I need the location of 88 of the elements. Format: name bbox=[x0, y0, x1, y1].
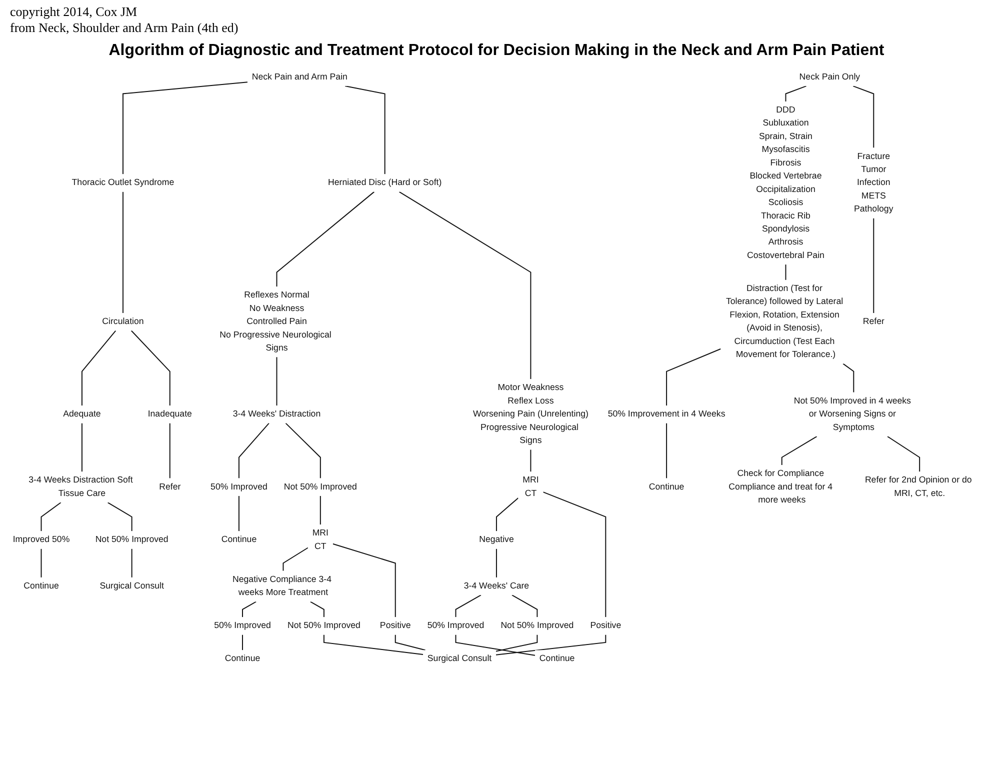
connector bbox=[242, 601, 257, 618]
connector bbox=[666, 348, 722, 406]
node-text: Neck Pain Only bbox=[799, 72, 860, 82]
connector bbox=[81, 422, 82, 472]
connector bbox=[131, 548, 132, 578]
connector bbox=[130, 330, 170, 406]
node-text: Fracture Tumor Infection METS Pathology bbox=[854, 152, 894, 214]
node-text: Continue bbox=[539, 654, 575, 664]
node-text: Positive bbox=[590, 620, 622, 630]
node-text: MRI CT bbox=[522, 476, 539, 498]
node-text: Improved 50% bbox=[12, 535, 70, 544]
node-text: Continue bbox=[224, 654, 260, 664]
node-text: DDD Subluxation Sprain, Strain Mysofascitis Fibrosis Blocked Vertebrae Occipitalization Scoliosis Thoracic Rib Spondylosis Arthrosis Costovertebral Pain bbox=[747, 105, 824, 260]
node-text: Distraction (Test for Tolerance) followed by Lateral Flexion, Rotation, Extension (Avoid in Stenosis), Circumduction (Test Each Movement for Tolerance.) bbox=[726, 284, 844, 360]
connector bbox=[107, 502, 132, 532]
node-text: 50% Improved bbox=[214, 620, 271, 630]
diagram-title: Algorithm of Diagnostic and Treatment Protocol for Decision Making in the Neck and Arm Pain Patient bbox=[108, 42, 886, 60]
node-text: Positive bbox=[380, 620, 411, 630]
connector bbox=[512, 594, 538, 618]
node-text: 50% Improved bbox=[210, 482, 268, 492]
connector bbox=[81, 330, 116, 406]
connector bbox=[169, 422, 170, 479]
node-text: Continue bbox=[648, 482, 684, 492]
connector bbox=[666, 422, 668, 479]
node-text: Reflexes Normal No Weakness Controlled Pain No Progressive Neurological Signs bbox=[220, 290, 332, 353]
node-text: Adequate bbox=[63, 409, 101, 419]
connector bbox=[122, 82, 248, 175]
connector bbox=[530, 449, 532, 472]
node-text: Not 50% Improved bbox=[287, 620, 360, 630]
node-text: Thoracic Outlet Syndrome bbox=[72, 178, 174, 188]
connector bbox=[785, 264, 786, 280]
node-text: 50% Improved bbox=[427, 620, 484, 630]
node-text: Refer for 2nd Opinion or do MRI, CT, etc. bbox=[864, 476, 972, 498]
node-text: Continue bbox=[24, 581, 59, 591]
node-text: Not 50% Improved bbox=[95, 535, 168, 544]
node-text: MRI CT bbox=[312, 528, 328, 552]
node-text: Inadequate bbox=[148, 409, 192, 419]
connector bbox=[398, 191, 532, 380]
connector bbox=[542, 492, 606, 618]
connector bbox=[310, 601, 324, 618]
node-text: 3-4 Weeks Distraction Soft Tissue Care bbox=[28, 476, 133, 498]
connector bbox=[496, 497, 519, 532]
connector bbox=[496, 548, 497, 578]
source-note: copyright 2014, Cox JM bbox=[10, 4, 138, 20]
node-text: Continue bbox=[221, 535, 257, 544]
node-text: Motor Weakness Reflex Loss Worsening Pain (Unrelenting) Progressive Neurological Signs bbox=[472, 382, 588, 446]
node-text: Negative bbox=[479, 535, 514, 544]
connector bbox=[455, 594, 482, 618]
connector bbox=[886, 436, 920, 472]
connector bbox=[40, 548, 42, 578]
connector bbox=[394, 634, 426, 651]
connector bbox=[842, 363, 854, 393]
node-text: Surgical Consult bbox=[427, 654, 492, 664]
connector bbox=[785, 86, 807, 102]
node-text: Circulation bbox=[102, 316, 144, 326]
connector bbox=[496, 634, 538, 652]
connector bbox=[238, 422, 270, 479]
node-text: Neck Pain and Arm Pain bbox=[252, 72, 348, 82]
node-text: 3-4 Weeks' Distraction bbox=[232, 409, 321, 419]
node-text: Negative Compliance 3-4 weeks More Treatment bbox=[232, 574, 332, 598]
connector bbox=[332, 543, 396, 618]
node-text: Not 50% Improved in 4 weeks or Worsening Signs or Symptoms bbox=[794, 396, 911, 432]
node-text: Herniated Disc (Hard or Soft) bbox=[328, 178, 442, 188]
node-text: Not 50% Improved bbox=[284, 482, 357, 492]
connector bbox=[320, 495, 321, 526]
connector bbox=[276, 191, 375, 288]
connector bbox=[496, 634, 606, 656]
connector bbox=[873, 218, 874, 314]
node-text: 3-4 Weeks' Care bbox=[464, 581, 530, 591]
node-text: Surgical Consult bbox=[100, 581, 164, 591]
connector bbox=[344, 86, 386, 175]
connector bbox=[122, 191, 124, 314]
connector bbox=[242, 634, 243, 651]
connector bbox=[40, 502, 62, 532]
connector bbox=[852, 86, 874, 148]
connector bbox=[323, 634, 424, 656]
node-text: 50% Improvement in 4 Weeks bbox=[608, 409, 726, 419]
connector bbox=[781, 436, 818, 466]
node-text: Refer bbox=[159, 482, 181, 492]
connector bbox=[282, 547, 308, 572]
source-note: from Neck, Shoulder and Arm Pain (4th ed) bbox=[10, 20, 240, 36]
node-text: Refer bbox=[862, 316, 884, 326]
node-text: Check for Compliance Compliance and treat for 4 more weeks bbox=[728, 468, 833, 505]
node-text: Not 50% Improved bbox=[500, 620, 574, 630]
connector bbox=[276, 356, 278, 406]
connector bbox=[455, 634, 536, 656]
connector bbox=[285, 422, 321, 479]
connector bbox=[238, 495, 240, 532]
